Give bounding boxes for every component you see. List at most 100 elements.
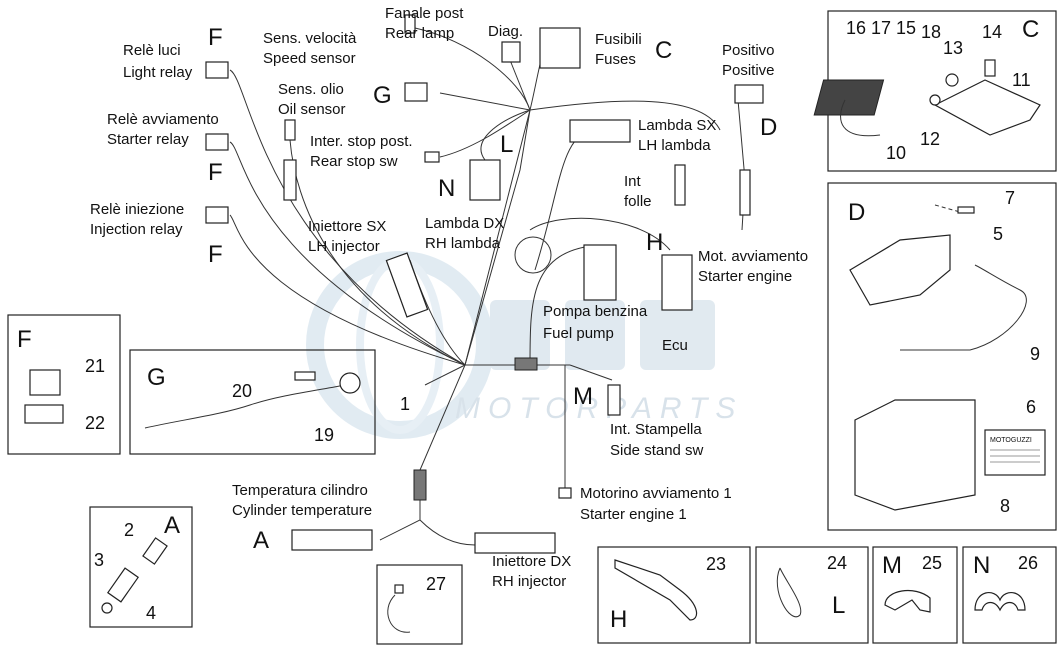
rh-injector-connector xyxy=(474,532,556,554)
cyl-temp-sensor xyxy=(291,529,373,551)
label-positive-it: Positivo xyxy=(722,42,775,59)
number-26: 26 xyxy=(1018,553,1038,573)
number-8: 8 xyxy=(1000,496,1010,516)
box-h-letter: H xyxy=(610,606,627,633)
fuel-pump-connector xyxy=(583,244,617,301)
watermark-letter-m xyxy=(640,300,715,370)
number-3: 3 xyxy=(94,550,104,570)
number-18: 18 xyxy=(921,22,941,42)
wire-rh-injector xyxy=(419,519,476,546)
screw-7 xyxy=(957,206,975,214)
box-a-frame xyxy=(89,506,193,628)
washer-13 xyxy=(945,73,959,87)
label-injection-relay-it: Relè iniezione xyxy=(90,201,184,218)
box-l: L 24 xyxy=(755,546,869,644)
letter-f-2: F xyxy=(208,159,223,186)
light-relay-connector xyxy=(205,61,229,79)
clip-26 xyxy=(974,592,1026,612)
wire-lh-lambda xyxy=(534,129,591,271)
number-27: 27 xyxy=(426,574,446,594)
wire-side-stand xyxy=(569,364,613,381)
fuse-box xyxy=(539,27,581,69)
number-16: 16 xyxy=(846,18,866,38)
label-rear-lamp-en: Rear lamp xyxy=(385,25,454,42)
injection-relay-connector xyxy=(205,206,229,224)
label-cyl-temp-en: Cylinder temperature xyxy=(232,502,372,519)
label-ecu: Ecu xyxy=(662,337,688,354)
letter-f-3: F xyxy=(208,241,223,268)
battery-6 xyxy=(854,399,976,511)
labels: Relè luci Light relay F Relè avviamento … xyxy=(90,5,808,590)
wire-trunk xyxy=(464,109,531,366)
letter-m-1: M xyxy=(573,383,593,410)
wire-positive xyxy=(529,100,721,131)
letter-f-1: F xyxy=(208,24,223,51)
box-g-letter: G xyxy=(147,364,166,391)
label-fuses-it: Fusibili xyxy=(595,31,642,48)
label-rear-lamp-it: Fanale post xyxy=(385,5,464,22)
starter-engine1-connector xyxy=(558,487,572,499)
number-22: 22 xyxy=(85,413,105,433)
letter-g-1: G xyxy=(373,82,392,109)
box-d-letter: D xyxy=(848,199,865,226)
harness-sleeve xyxy=(413,469,427,501)
letter-n-1: N xyxy=(438,175,455,202)
label-side-stand-en: Side stand sw xyxy=(610,442,704,459)
box-f: F 21 22 xyxy=(7,314,121,455)
rear-stop-switch xyxy=(424,151,440,163)
label-fuses-en: Fuses xyxy=(595,51,636,68)
box-h-frame xyxy=(597,546,751,644)
label-cyl-temp-it: Temperatura cilindro xyxy=(232,482,368,499)
label-int-folle-1: Int xyxy=(624,173,642,190)
label-int-folle-2: folle xyxy=(624,193,652,210)
box-g-frame xyxy=(129,349,376,455)
wire-injection-relay xyxy=(229,214,466,366)
rear-lamp-connector xyxy=(404,14,416,34)
clamp-25 xyxy=(884,590,931,613)
side-stand-switch xyxy=(607,384,621,416)
label-starter-engine1-it: Motorino avviamento 1 xyxy=(580,485,732,502)
harness-connector-block xyxy=(514,357,538,371)
number-5: 5 xyxy=(993,224,1003,244)
clamp-24 xyxy=(776,567,802,618)
wire-rear-lamp xyxy=(414,27,531,111)
label-rear-stop-it: Inter. stop post. xyxy=(310,133,413,150)
number-11: 11 xyxy=(1012,70,1031,90)
label-starter-engine-en: Starter engine xyxy=(698,268,792,285)
wire-rh-lambda xyxy=(480,109,531,161)
box-m-letter: M xyxy=(882,552,902,579)
letter-a-1: A xyxy=(253,527,269,554)
number-1: 1 xyxy=(400,394,410,414)
box-27: 27 xyxy=(376,564,463,645)
box-n-letter: N xyxy=(973,552,990,579)
number-20: 20 xyxy=(232,381,252,401)
label-lh-injector-en: LH injector xyxy=(308,238,380,255)
watermark-letter-s xyxy=(565,300,625,370)
label-rh-lambda-it: Lambda DX xyxy=(425,215,504,232)
label-lh-lambda-it: Lambda SX xyxy=(638,117,716,134)
diag-connector xyxy=(501,41,521,63)
wire-light-relay xyxy=(229,69,466,366)
speed-sensor-cable xyxy=(144,384,346,429)
number-15: 15 xyxy=(896,18,916,38)
number-2: 2 xyxy=(124,520,134,540)
box-g: G 20 19 xyxy=(129,349,376,455)
number-6: 6 xyxy=(1026,397,1036,417)
box-f-frame xyxy=(7,314,121,455)
label-side-stand-it: Int. Stampella xyxy=(610,421,702,438)
watermark-text: MOTORPARTS xyxy=(455,392,743,425)
starter-engine-cable xyxy=(739,169,751,216)
speed-sensor-connector xyxy=(404,82,428,102)
clip-14 xyxy=(984,59,996,77)
label-speed-sensor-it: Sens. velocità xyxy=(263,30,357,47)
screw-12 xyxy=(929,94,941,106)
ecu-connector xyxy=(661,254,693,311)
label-rh-injector-en: RH injector xyxy=(492,573,566,590)
parts xyxy=(205,14,764,554)
letter-d-1: D xyxy=(760,114,777,141)
fuse-block-wire xyxy=(840,99,881,137)
wire-diag xyxy=(509,59,531,111)
positive-terminal xyxy=(734,84,764,104)
